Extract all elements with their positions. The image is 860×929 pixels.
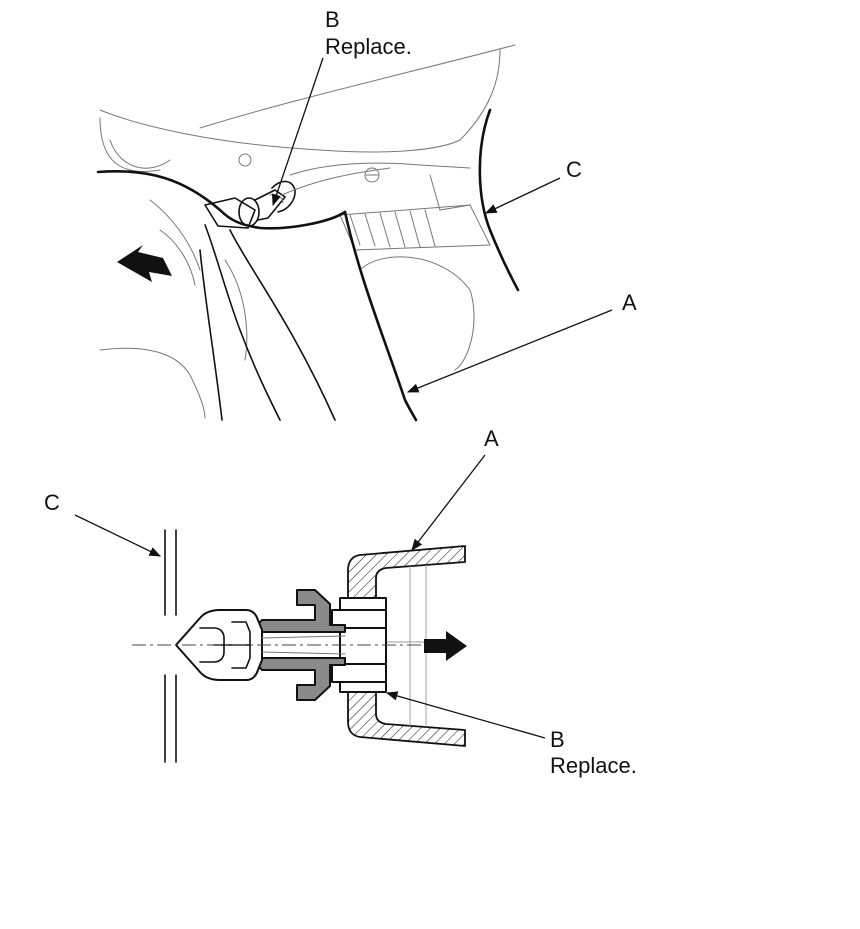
section-label-b-note: Replace. bbox=[550, 753, 637, 778]
clip-b-top-view bbox=[204, 167, 391, 229]
pull-direction-arrow-icon bbox=[424, 631, 467, 661]
top-label-a: A bbox=[622, 290, 637, 315]
top-label-c: C bbox=[566, 157, 582, 182]
removal-arrow-icon bbox=[117, 245, 172, 282]
section-label-c: C bbox=[44, 490, 60, 515]
top-label-b-letter: B bbox=[325, 7, 340, 32]
section-illustration: A C B Replace. bbox=[44, 426, 637, 778]
top-label-b-note: Replace. bbox=[325, 34, 412, 59]
top-illustration: B Replace. C A bbox=[96, 7, 637, 422]
panel-c-section bbox=[164, 529, 177, 763]
section-label-b-letter: B bbox=[550, 727, 565, 752]
section-label-a: A bbox=[484, 426, 499, 451]
